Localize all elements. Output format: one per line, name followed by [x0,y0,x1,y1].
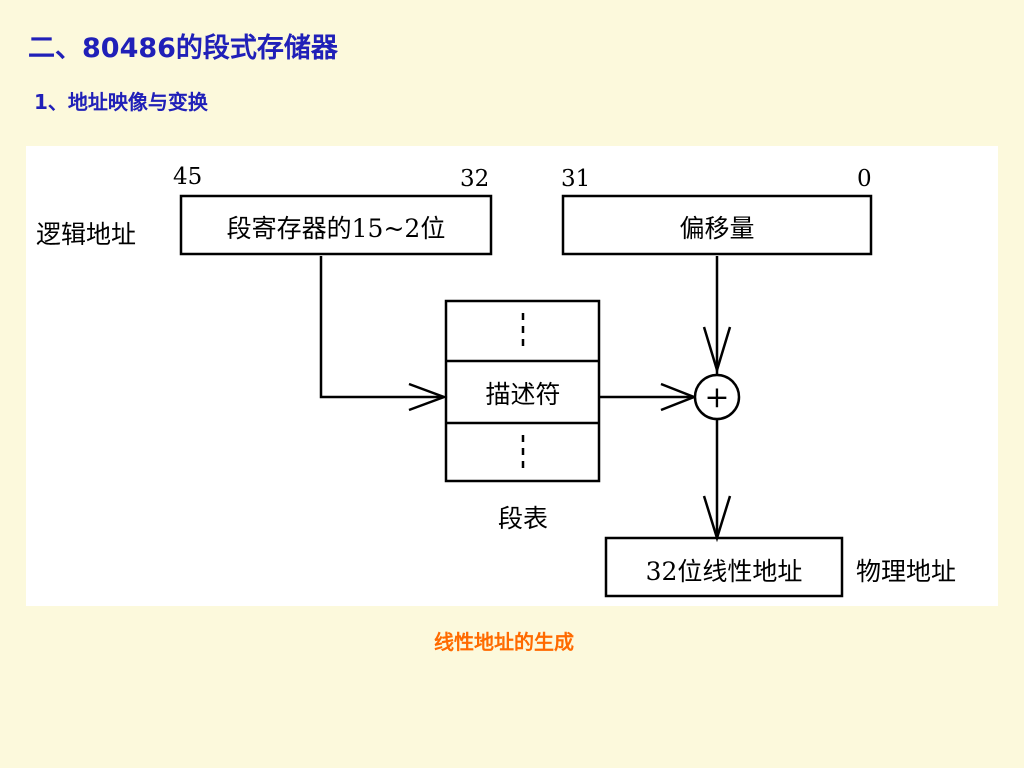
offset-arrowhead [702,326,732,375]
segment-table-label: 段表 [498,504,548,533]
bit-label-45: 45 [173,164,202,190]
logical-address-label: 逻辑地址 [36,220,136,249]
offset-label: 偏移量 [679,214,754,243]
bit-label-31: 31 [561,166,590,192]
offset-box [561,194,873,256]
address-translation-diagram: 45 32 31 0 逻辑地址 段寄存器的15~2位 偏移量 描述符 段表 + [36,164,956,598]
bit-label-32: 32 [460,166,489,192]
selector-arrowhead [408,382,448,412]
figure-caption: 线性地址的生成 [434,630,574,654]
adder-plus-icon: + [704,380,729,415]
diagram-panel: 45 32 31 0 逻辑地址 段寄存器的15~2位 偏移量 描述符 段表 + [26,146,998,606]
descriptor-label: 描述符 [485,380,560,409]
bit-label-0: 0 [857,166,872,192]
physical-address-label: 物理地址 [856,557,956,586]
page-title: 二、80486的段式存储器 [28,33,338,64]
selector-connector-line [319,256,444,399]
linear-address-label: 32位线性地址 [646,557,803,586]
segment-table [444,299,601,483]
section-subtitle: 1、地址映像与变换 [34,90,208,114]
segment-register-box [179,194,493,256]
segment-register-label: 段寄存器的15~2位 [227,214,446,243]
linear-address-box [604,536,844,598]
